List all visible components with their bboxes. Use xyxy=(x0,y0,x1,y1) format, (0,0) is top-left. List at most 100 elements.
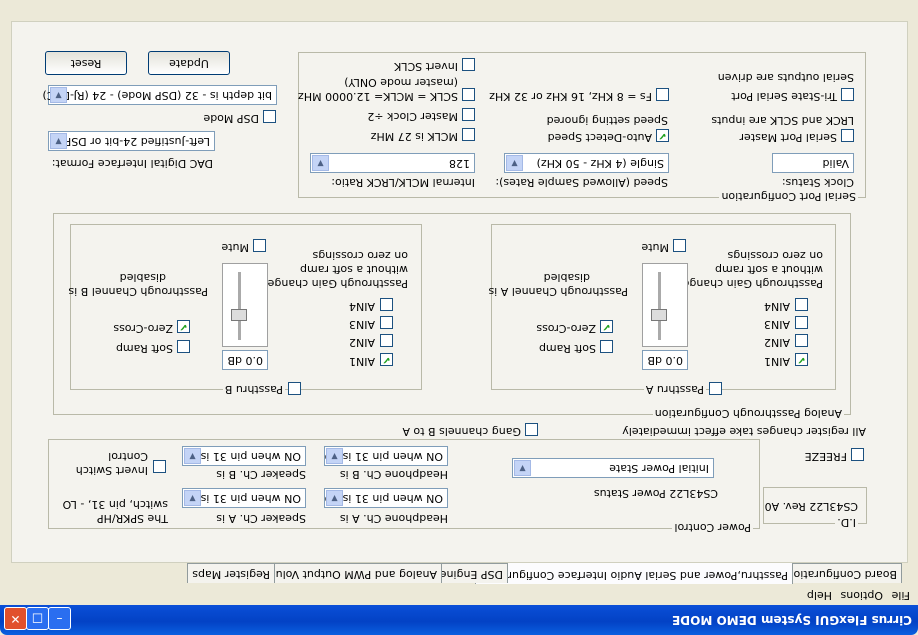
dropdown-arrow-icon[interactable]: ▼ xyxy=(50,133,67,149)
dropdown-arrow-icon[interactable]: ▼ xyxy=(514,460,531,476)
ain2-b-checkbox[interactable] xyxy=(380,334,393,347)
serial-port-master-label: Serial Port Master xyxy=(739,131,838,144)
gain-note-a-3: on zero crossings xyxy=(727,249,823,262)
power-state-select[interactable]: Initial Power State▼ xyxy=(512,458,714,478)
ain3-a-checkbox[interactable] xyxy=(795,316,808,329)
tab-dsp-engine[interactable]: DSP Engine xyxy=(434,563,508,583)
auto-detect-speed-checkbox[interactable]: ✔ xyxy=(656,129,669,142)
passthru-b-checkbox[interactable] xyxy=(288,382,301,395)
fs-8khz-label: Fs = 8 KHz, 16 KHz or 32 KHz xyxy=(489,90,652,103)
master-clock-div2-label: Master Clock ÷2 xyxy=(367,110,458,123)
ain4-a-checkbox[interactable] xyxy=(795,298,808,311)
fs-8khz-checkbox[interactable] xyxy=(656,88,669,101)
window-title: Cirrus FlexGUI System DEMO MODE xyxy=(672,613,912,627)
soft-ramp-b-checkbox[interactable] xyxy=(177,340,190,353)
spk-cha-select[interactable]: ON when pin 31 is HI▼ xyxy=(182,488,306,508)
sclk-mclk-checkbox[interactable] xyxy=(462,88,475,101)
tab-analog-pwm-volume[interactable]: Analog and PWM Output Volume xyxy=(253,563,442,583)
mute-a-checkbox[interactable] xyxy=(673,239,686,252)
passthru-b-status-2: disabled xyxy=(119,271,166,284)
passthru-b-status-1: Passthrough Channel B is xyxy=(68,285,208,298)
serial-port-master-checkbox[interactable] xyxy=(841,129,854,142)
dropdown-arrow-icon[interactable]: ▼ xyxy=(326,448,343,464)
invert-switch-label-2: Control xyxy=(108,450,148,463)
soft-ramp-a-label: Soft Ramp xyxy=(538,342,596,355)
spk-cha-label: Speaker Ch. A is xyxy=(216,512,306,525)
slider-track xyxy=(658,272,661,340)
tab-passthru-power-serial[interactable]: Passthru,Power and Serial Audio Interfac… xyxy=(474,562,793,584)
mclk-ratio-label: Internal MCLK/LRCK Ratio: xyxy=(331,176,475,189)
hp-cha-label: Headphone Ch. A is xyxy=(339,512,448,525)
minimize-icon[interactable]: – xyxy=(48,607,71,630)
dropdown-arrow-icon[interactable]: ▼ xyxy=(312,155,329,171)
reset-button[interactable]: Reset xyxy=(45,51,127,75)
device-id-label: CS43L22 Rev. A0 xyxy=(764,500,858,513)
spk-chb-select[interactable]: ON when pin 31 is HI▼ xyxy=(182,446,306,466)
ain3-a-label: AIN3 xyxy=(764,318,790,331)
ain2-a-checkbox[interactable] xyxy=(795,334,808,347)
update-button[interactable]: Update xyxy=(148,51,230,75)
tab-board-configuration[interactable]: Board Configuration xyxy=(781,563,902,583)
gain-note-a-1: Passthrough Gain changes xyxy=(676,277,823,290)
dropdown-arrow-icon[interactable]: ▼ xyxy=(184,490,201,506)
dropdown-arrow-icon[interactable]: ▼ xyxy=(506,155,523,171)
invert-switch-checkbox[interactable] xyxy=(153,460,166,473)
soft-ramp-a-checkbox[interactable] xyxy=(600,340,613,353)
passthru-a-checkbox[interactable] xyxy=(709,382,722,395)
master-mode-only-note: (master mode ONLY) xyxy=(344,76,458,89)
bit-depth-select[interactable]: bit depth is - 32 (DSP Mode) - 24 (RJ-DA… xyxy=(42,85,277,105)
mute-b-checkbox[interactable] xyxy=(253,239,266,252)
gang-channels-label: Gang channels B to A xyxy=(402,425,521,438)
zero-cross-a-label: Zero-Cross xyxy=(536,322,596,335)
clock-status-field: Valid xyxy=(772,153,854,173)
serial-port-legend: Serial Port Configuration xyxy=(719,190,858,203)
zero-cross-b-checkbox[interactable]: ✔ xyxy=(177,320,190,333)
zero-cross-a-checkbox[interactable]: ✔ xyxy=(600,320,613,333)
gain-a-slider[interactable] xyxy=(642,263,688,347)
ain3-b-checkbox[interactable] xyxy=(380,316,393,329)
power-control-legend: Power Control xyxy=(672,521,753,534)
dropdown-arrow-icon[interactable]: ▼ xyxy=(50,87,67,103)
dac-format-value: Left-Justified 24-bit or DSP xyxy=(64,135,210,148)
dropdown-arrow-icon[interactable]: ▼ xyxy=(326,490,343,506)
invert-sclk-label: Invert SCLK xyxy=(394,60,458,73)
menu-options[interactable]: Options xyxy=(840,589,883,602)
gang-channels-checkbox[interactable] xyxy=(525,423,538,436)
dac-format-select[interactable]: Left-Justified 24-bit or DSP▼ xyxy=(48,131,215,151)
mclk-ratio-select[interactable]: 128▼ xyxy=(310,153,475,173)
close-icon[interactable]: ✕ xyxy=(4,607,27,630)
invert-sclk-checkbox[interactable] xyxy=(462,58,475,71)
sclk-mclk-label: SCLK = MCLK= 12.0000 MHz xyxy=(298,90,458,103)
hp-chb-select[interactable]: ON when pin 31 is LO▼ xyxy=(324,446,448,466)
passthru-a-status-1: Passthrough Channel A is xyxy=(488,285,628,298)
ain4-b-checkbox[interactable] xyxy=(380,298,393,311)
gain-b-slider[interactable] xyxy=(222,263,268,347)
hp-cha-select[interactable]: ON when pin 31 is LO▼ xyxy=(324,488,448,508)
menu-help[interactable]: Help xyxy=(806,589,832,602)
tristate-serial-checkbox[interactable] xyxy=(841,88,854,101)
dropdown-arrow-icon[interactable]: ▼ xyxy=(184,448,201,464)
passthru-b-legend: Passthru B xyxy=(222,383,285,396)
menu-bar xyxy=(0,585,918,605)
speed-select[interactable]: Single (4 KHz - 50 KHz)▼ xyxy=(504,153,669,173)
spk-chb-label: Speaker Ch. B is xyxy=(216,468,306,481)
spkr-hp-label-2: switch, pin 31, - LO xyxy=(62,498,168,511)
tab-register-maps[interactable]: Register Maps xyxy=(187,563,275,583)
mclk-27mhz-checkbox[interactable] xyxy=(462,128,475,141)
gain-a-readout: 0.0 dB xyxy=(642,350,688,370)
spk-chb-value: ON when pin 31 is HI xyxy=(185,450,301,463)
slider-thumb[interactable] xyxy=(231,309,247,321)
serial-outputs-note: Serial outputs are driven xyxy=(717,71,854,84)
mclk-27mhz-label: MCLK is 27 MHz xyxy=(370,130,458,143)
maximize-icon[interactable]: □ xyxy=(26,607,49,630)
ain1-b-checkbox[interactable]: ✔ xyxy=(380,353,393,366)
freeze-checkbox[interactable] xyxy=(851,448,864,461)
ain1-a-checkbox[interactable]: ✔ xyxy=(795,353,808,366)
menu-file[interactable]: File xyxy=(891,589,910,602)
dsp-mode-checkbox[interactable] xyxy=(263,110,276,123)
passthru-a-status-2: disabled xyxy=(543,271,590,284)
id-group-legend: I.D. xyxy=(835,516,858,529)
master-clock-div2-checkbox[interactable] xyxy=(462,108,475,121)
slider-thumb[interactable] xyxy=(651,309,667,321)
ain4-b-label: AIN4 xyxy=(349,300,375,313)
